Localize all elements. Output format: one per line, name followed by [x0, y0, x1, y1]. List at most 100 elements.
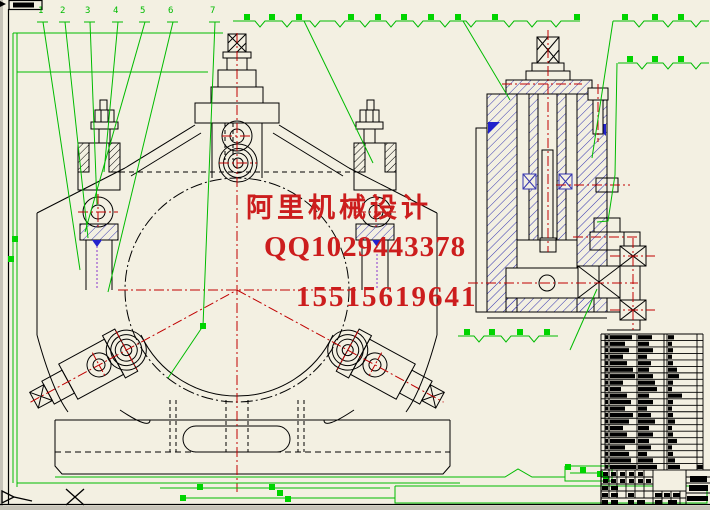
bom-text-blob	[610, 348, 629, 352]
bom-text-blob	[610, 381, 623, 385]
bom-text-blob	[638, 374, 653, 378]
grip-square[interactable]	[269, 14, 275, 20]
grip-square[interactable]	[244, 14, 250, 20]
bom-text-blob	[668, 348, 673, 352]
leader-line	[55, 469, 565, 477]
watermark-line1: 阿里机械设计	[246, 186, 432, 225]
bom-text-blob	[610, 465, 636, 469]
bom-text-blob	[610, 355, 623, 359]
bom-text-blob	[606, 413, 609, 417]
grip-square[interactable]	[285, 496, 291, 502]
bom-text-blob	[606, 355, 609, 359]
bom-text-blob	[606, 406, 609, 410]
bom-text-blob	[606, 426, 609, 430]
grip-square[interactable]	[574, 14, 580, 20]
bom-text-blob	[610, 406, 625, 410]
grip-square[interactable]	[348, 14, 354, 20]
grip-square[interactable]	[652, 56, 658, 62]
title-text-blob	[620, 472, 625, 476]
grip-square[interactable]	[428, 14, 434, 20]
bom-text-blob	[638, 335, 652, 339]
bom-text-blob	[638, 413, 651, 417]
grip-square[interactable]	[269, 484, 275, 490]
grip-square[interactable]	[627, 56, 633, 62]
bom-text-blob	[638, 387, 657, 391]
grip-square[interactable]	[652, 14, 658, 20]
bom-text-blob	[668, 426, 672, 430]
bom-text-blob	[606, 400, 609, 404]
grip-square[interactable]	[597, 471, 603, 477]
bom-text-blob	[668, 381, 673, 385]
bom-text-blob	[668, 387, 672, 391]
bom-text-blob	[610, 413, 633, 417]
grip-square[interactable]	[277, 490, 283, 496]
grip-square[interactable]	[180, 495, 186, 501]
leader-line	[43, 22, 80, 270]
bom-text-blob	[606, 361, 609, 365]
grip-square[interactable]	[197, 484, 203, 490]
bom-text-blob	[606, 465, 609, 469]
title-text-blob	[603, 479, 608, 483]
title-text-blob	[602, 493, 608, 497]
title-text-blob	[628, 500, 634, 504]
drawing-number-cell	[653, 470, 686, 491]
leader-line	[90, 22, 97, 205]
grip-square[interactable]	[580, 467, 586, 473]
grip-square[interactable]	[489, 329, 495, 335]
grip-square[interactable]	[401, 14, 407, 20]
grip-square[interactable]	[517, 329, 523, 335]
bom-text-blob	[668, 406, 672, 410]
grip-square[interactable]	[200, 323, 206, 329]
grip-square[interactable]	[12, 236, 18, 242]
bom-text-blob	[610, 374, 635, 378]
bom-table	[601, 334, 710, 505]
bom-text-blob	[638, 458, 653, 462]
title-text-blob	[628, 493, 634, 497]
grip-square[interactable]	[678, 56, 684, 62]
title-text-blob	[637, 500, 645, 504]
bom-text-blob	[668, 355, 672, 359]
bom-text-blob	[606, 368, 609, 372]
grip-square[interactable]	[464, 329, 470, 335]
bom-text-blob	[610, 452, 629, 456]
leader-line	[463, 21, 510, 100]
bom-text-blob	[638, 394, 649, 398]
balloon-zigzag-line	[233, 21, 580, 27]
grip-square[interactable]	[622, 14, 628, 20]
bom-text-blob	[606, 348, 609, 352]
origin-markers	[2, 489, 84, 505]
left-adjuster-bolt	[78, 100, 120, 290]
grip-square[interactable]	[544, 329, 550, 335]
bom-text-blob	[668, 342, 672, 346]
bom-text-blob	[606, 335, 609, 339]
grip-square[interactable]	[565, 464, 571, 470]
leader-line	[304, 21, 373, 163]
title-block	[601, 470, 710, 505]
bom-text-blob	[668, 335, 674, 339]
bom-text-blob	[610, 445, 625, 449]
grip-square[interactable]	[296, 14, 302, 20]
grip-square[interactable]	[375, 14, 381, 20]
balloon-zigzag-line	[458, 336, 558, 342]
title-text-blob	[602, 500, 608, 504]
bom-text-blob	[638, 445, 651, 449]
bom-text-blob	[638, 381, 655, 385]
leader-line	[168, 22, 215, 378]
callout-number: 7	[210, 6, 215, 16]
grip-square[interactable]	[492, 14, 498, 20]
title-text-blob	[611, 479, 616, 483]
watermark-line2: QQ1029443378	[264, 231, 466, 264]
title-text-blob	[611, 493, 618, 497]
title-text-blob	[638, 479, 643, 483]
bom-text-blob	[638, 432, 653, 436]
bom-text-blob	[638, 419, 655, 423]
grip-square[interactable]	[678, 14, 684, 20]
balloon-zigzag-line	[618, 63, 709, 69]
grip-square[interactable]	[455, 14, 461, 20]
title-text-blob	[603, 472, 608, 476]
grip-square[interactable]	[8, 256, 14, 262]
bom-text-blob	[698, 465, 703, 469]
bom-text-blob	[606, 419, 609, 423]
callout-number: 1	[38, 6, 43, 16]
